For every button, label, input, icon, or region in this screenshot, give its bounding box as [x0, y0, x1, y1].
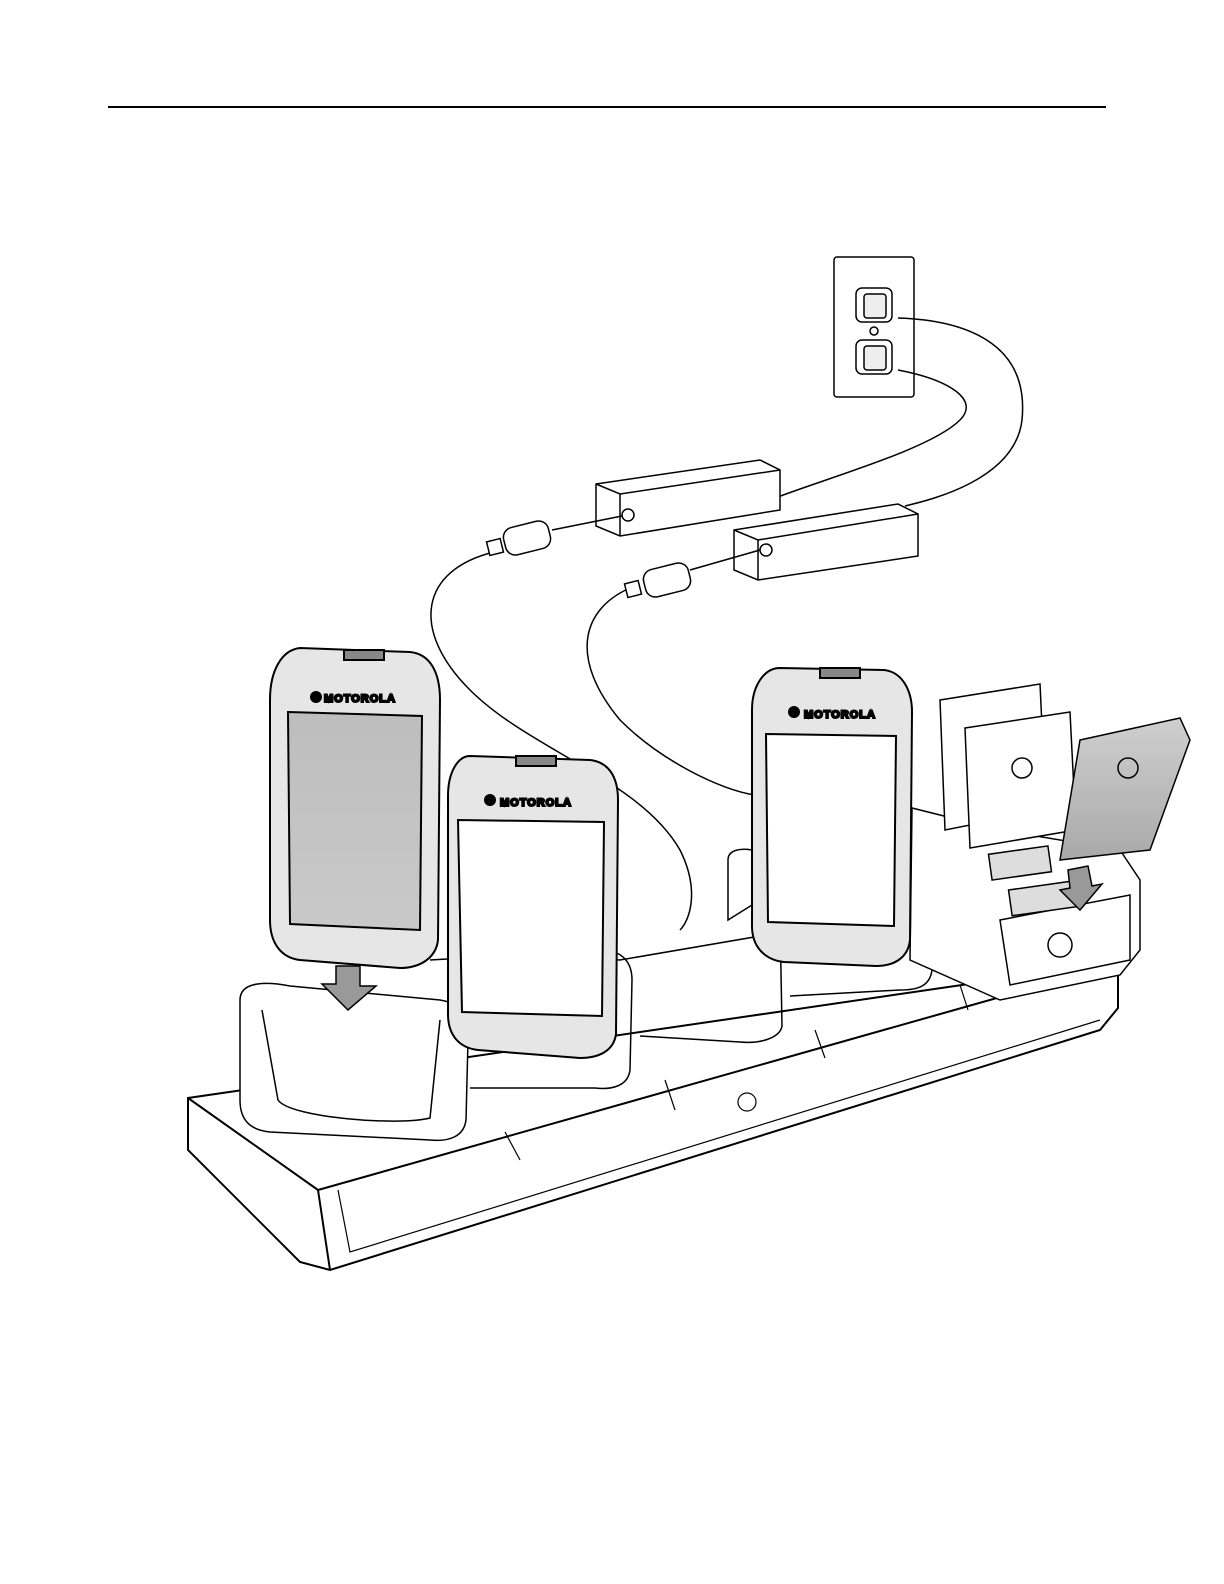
mobile-device-3: MOTOROLA [752, 668, 912, 966]
device-2-brand: MOTOROLA [500, 797, 572, 809]
device-1-brand: MOTOROLA [324, 693, 396, 705]
mobile-device-1: MOTOROLA [270, 648, 440, 968]
ferrite-cores [487, 519, 693, 599]
device-3-brand: MOTOROLA [804, 709, 876, 721]
power-supply-2 [734, 504, 918, 580]
wall-outlet [834, 257, 914, 397]
power-supply-1 [596, 460, 780, 536]
mobile-device-2: MOTOROLA [448, 756, 618, 1058]
